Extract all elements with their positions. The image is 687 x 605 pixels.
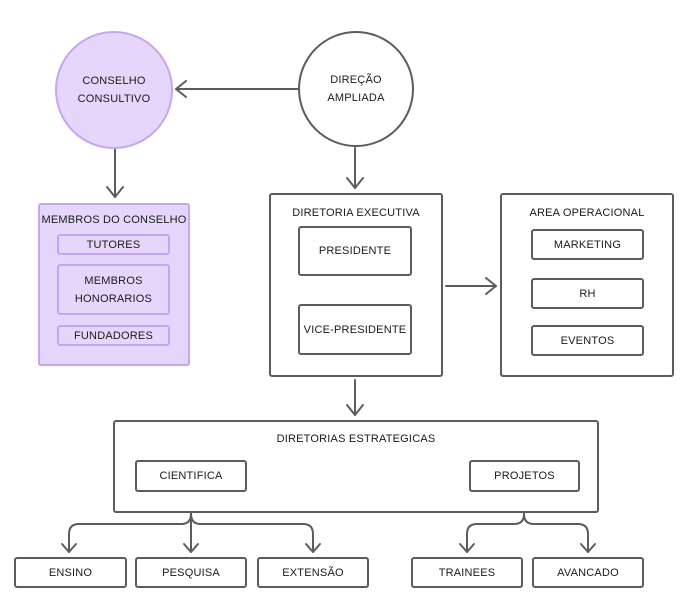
arrowhead [61, 543, 77, 553]
node-rh: RH [531, 278, 644, 309]
node-label: TUTORES [86, 238, 141, 251]
arrowhead [346, 177, 364, 189]
node-tutores: TUTORES [57, 234, 170, 255]
node-label: CIENTIFICA [159, 470, 223, 482]
node-cientifica: CIENTIFICA [135, 460, 247, 492]
node-membros-honorarios: MEMBROS HONORARIOS [57, 264, 170, 315]
node-label: FUNDADORES [73, 329, 153, 342]
node-title: DIRETORIAS ESTRATEGICAS [276, 433, 436, 445]
node-label: VICE-PRESIDENTE [303, 323, 407, 336]
branch-cientifica-right [190, 513, 314, 553]
node-trainees: TRAINEES [411, 557, 523, 588]
node-label: MARKETING [553, 238, 622, 251]
node-label: MEMBROS HONORARIOS [74, 274, 153, 305]
arrowhead [106, 186, 124, 198]
node-marketing: MARKETING [531, 229, 644, 260]
node-label: RH [579, 287, 596, 300]
node-label: ENSINO [48, 566, 93, 579]
node-avancado: AVANCADO [532, 557, 644, 588]
node-direcao-ampliada: DIREÇÃO AMPLIADA [298, 31, 414, 147]
branch-projetos-right [523, 513, 589, 553]
node-projetos: PROJETOS [469, 460, 580, 492]
arrowhead [485, 277, 497, 295]
node-extensao: EXTENSÃO [257, 557, 369, 588]
node-ensino: ENSINO [14, 557, 127, 588]
node-presidente: PRESIDENTE [298, 226, 412, 276]
node-title: AREA OPERACIONAL [529, 207, 645, 219]
node-label: EVENTOS [560, 334, 615, 347]
node-label: TRAINEES [438, 566, 496, 579]
arrowhead [459, 543, 475, 553]
node-pesquisa: PESQUISA [135, 557, 247, 588]
node-title: MEMBROS DO CONSELHO [41, 214, 187, 226]
node-conselho-consultivo: CONSELHO CONSULTIVO [55, 31, 173, 149]
node-label: CONSELHO CONSULTIVO [77, 75, 151, 105]
node-label: AVANCADO [557, 566, 619, 579]
node-label: PROJETOS [494, 470, 555, 482]
node-eventos: EVENTOS [531, 325, 644, 356]
node-label: PRESIDENTE [318, 245, 392, 257]
arrowhead [305, 543, 321, 553]
arrowhead [580, 543, 596, 553]
node-vice-presidente: VICE-PRESIDENTE [298, 304, 412, 355]
branch-projetos [466, 493, 525, 553]
node-title: DIRETORIA EXECUTIVA [292, 207, 420, 219]
node-fundadores: FUNDADORES [57, 325, 170, 346]
node-label: EXTENSÃO [282, 566, 344, 579]
arrowhead [346, 404, 364, 416]
node-label: PESQUISA [162, 566, 220, 579]
arrowhead [183, 543, 199, 553]
node-label: DIREÇÃO AMPLIADA [327, 74, 385, 104]
arrowhead [175, 80, 187, 98]
